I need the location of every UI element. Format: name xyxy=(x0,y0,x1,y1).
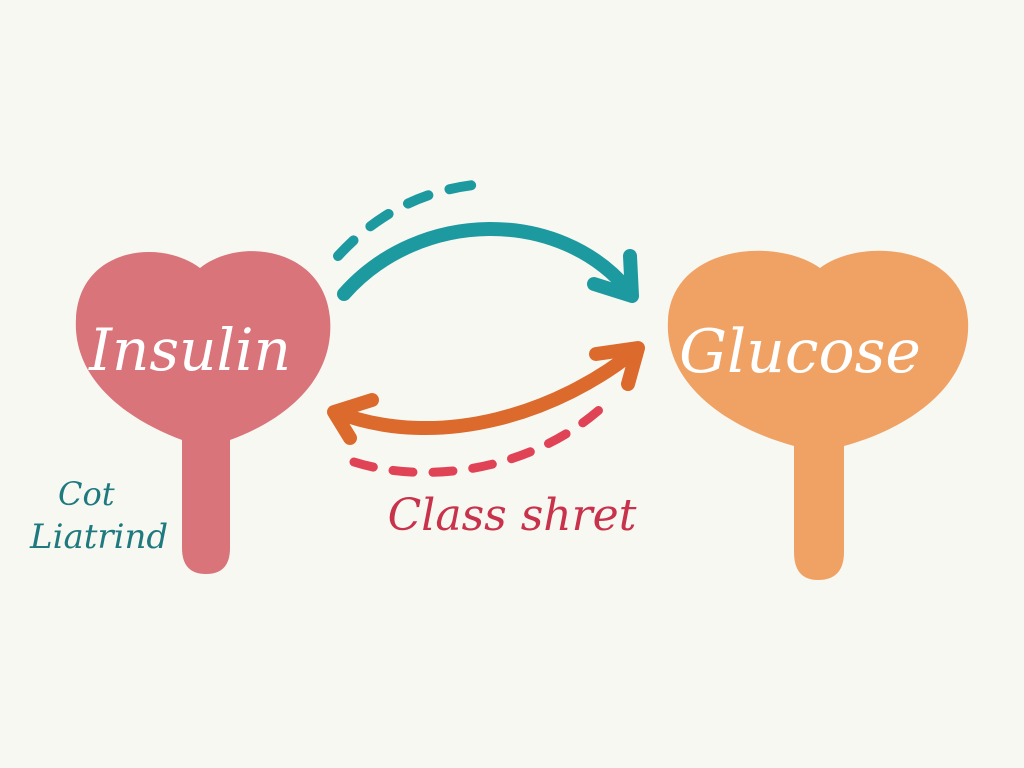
insulin-label: Insulin xyxy=(88,316,291,384)
top-arrowhead xyxy=(587,249,639,303)
top-dashed-arc xyxy=(333,179,489,261)
glucose-to-insulin-arrow xyxy=(327,341,645,445)
bottom-arrow-line xyxy=(329,343,643,436)
glucose-label: Glucose xyxy=(679,317,921,387)
bottom-left-arrowhead xyxy=(327,393,379,445)
glucose-node: Glucose xyxy=(667,250,969,580)
top-arrow-line xyxy=(337,222,635,301)
caption: Class shret xyxy=(388,490,637,541)
insulin-node: Insulin xyxy=(75,251,331,574)
insulin-to-glucose-arrow xyxy=(337,222,639,303)
insulin-shape xyxy=(75,251,331,574)
side-note-line1: Cot xyxy=(58,475,115,513)
side-note-line2: Liatrind xyxy=(29,517,168,557)
glucose-shape xyxy=(667,250,969,580)
bottom-right-arrowhead xyxy=(589,341,645,391)
bottom-dashed-arc xyxy=(349,393,617,477)
